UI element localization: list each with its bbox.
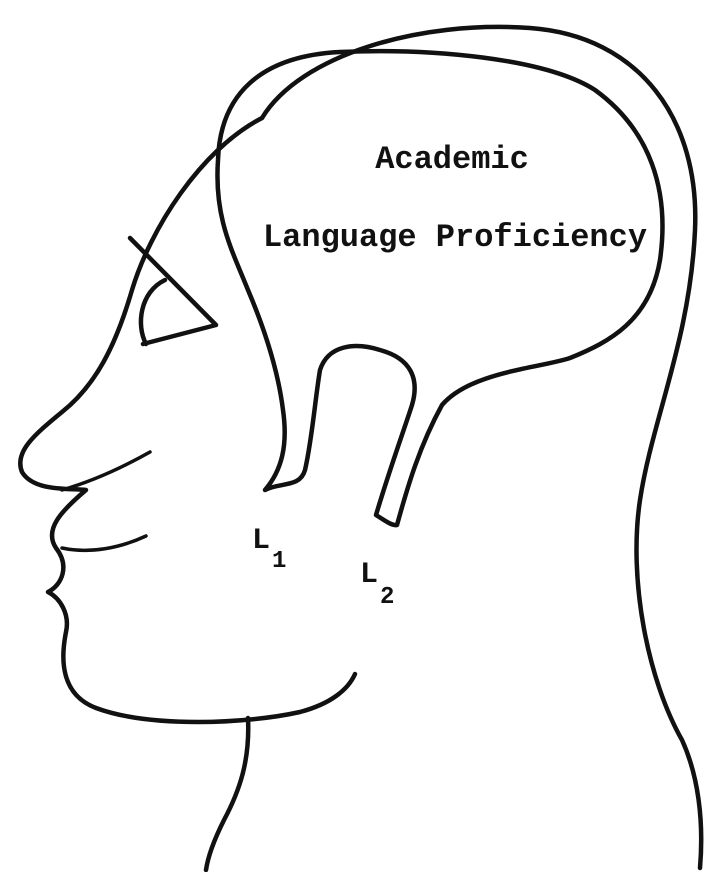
- academic-label: Academic: [375, 141, 529, 178]
- eye-iris: [141, 280, 165, 344]
- l1-label: L 1: [252, 524, 286, 575]
- language-proficiency-label: Language Proficiency: [263, 219, 647, 256]
- l2-label: L 2: [360, 558, 394, 611]
- cheek-line: [62, 452, 150, 490]
- l1-subscript: 1: [272, 548, 286, 575]
- face-outline: [20, 118, 355, 722]
- neck-line: [206, 718, 248, 870]
- l2-letter: L: [360, 558, 378, 592]
- mouth-line: [62, 536, 146, 550]
- brain-outline: [217, 51, 662, 525]
- l2-subscript: 2: [380, 584, 394, 611]
- l1-letter: L: [252, 524, 270, 558]
